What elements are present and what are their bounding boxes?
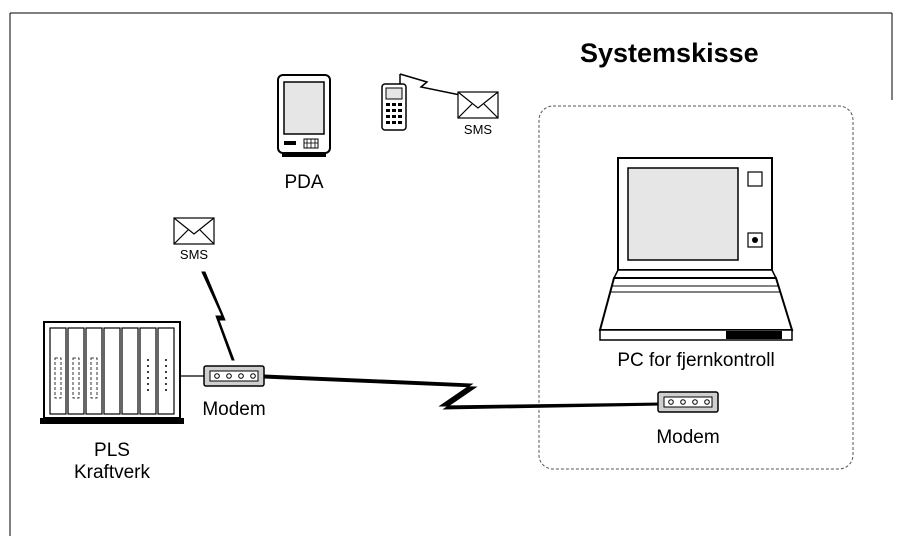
wireless-link-left — [201, 271, 235, 361]
mobile-phone-icon — [381, 74, 407, 131]
sms-phone-label: SMS — [463, 122, 493, 137]
modem-right-icon — [657, 391, 719, 413]
long-distance-link — [263, 374, 663, 410]
laptop-icon — [598, 157, 794, 341]
plc-label-line1: PLS — [94, 440, 130, 461]
remote-site-boundary — [538, 105, 854, 470]
envelope-icon-left — [173, 217, 215, 245]
diagram-title: Systemskisse — [580, 38, 759, 68]
pda-label: PDA — [284, 172, 324, 193]
plc-rack-icon — [40, 321, 184, 424]
sms-left-label: SMS — [179, 247, 209, 262]
plc-label-line2: Kraftverk — [73, 462, 151, 483]
envelope-icon-phone — [457, 91, 499, 119]
modem-left-icon — [203, 365, 265, 387]
pda-icon — [277, 74, 331, 157]
wireless-link-phone — [399, 73, 471, 98]
modem-left-label: Modem — [202, 399, 266, 420]
pc-label: PC for fjernkontroll — [617, 350, 775, 371]
modem-right-label: Modem — [656, 427, 720, 448]
